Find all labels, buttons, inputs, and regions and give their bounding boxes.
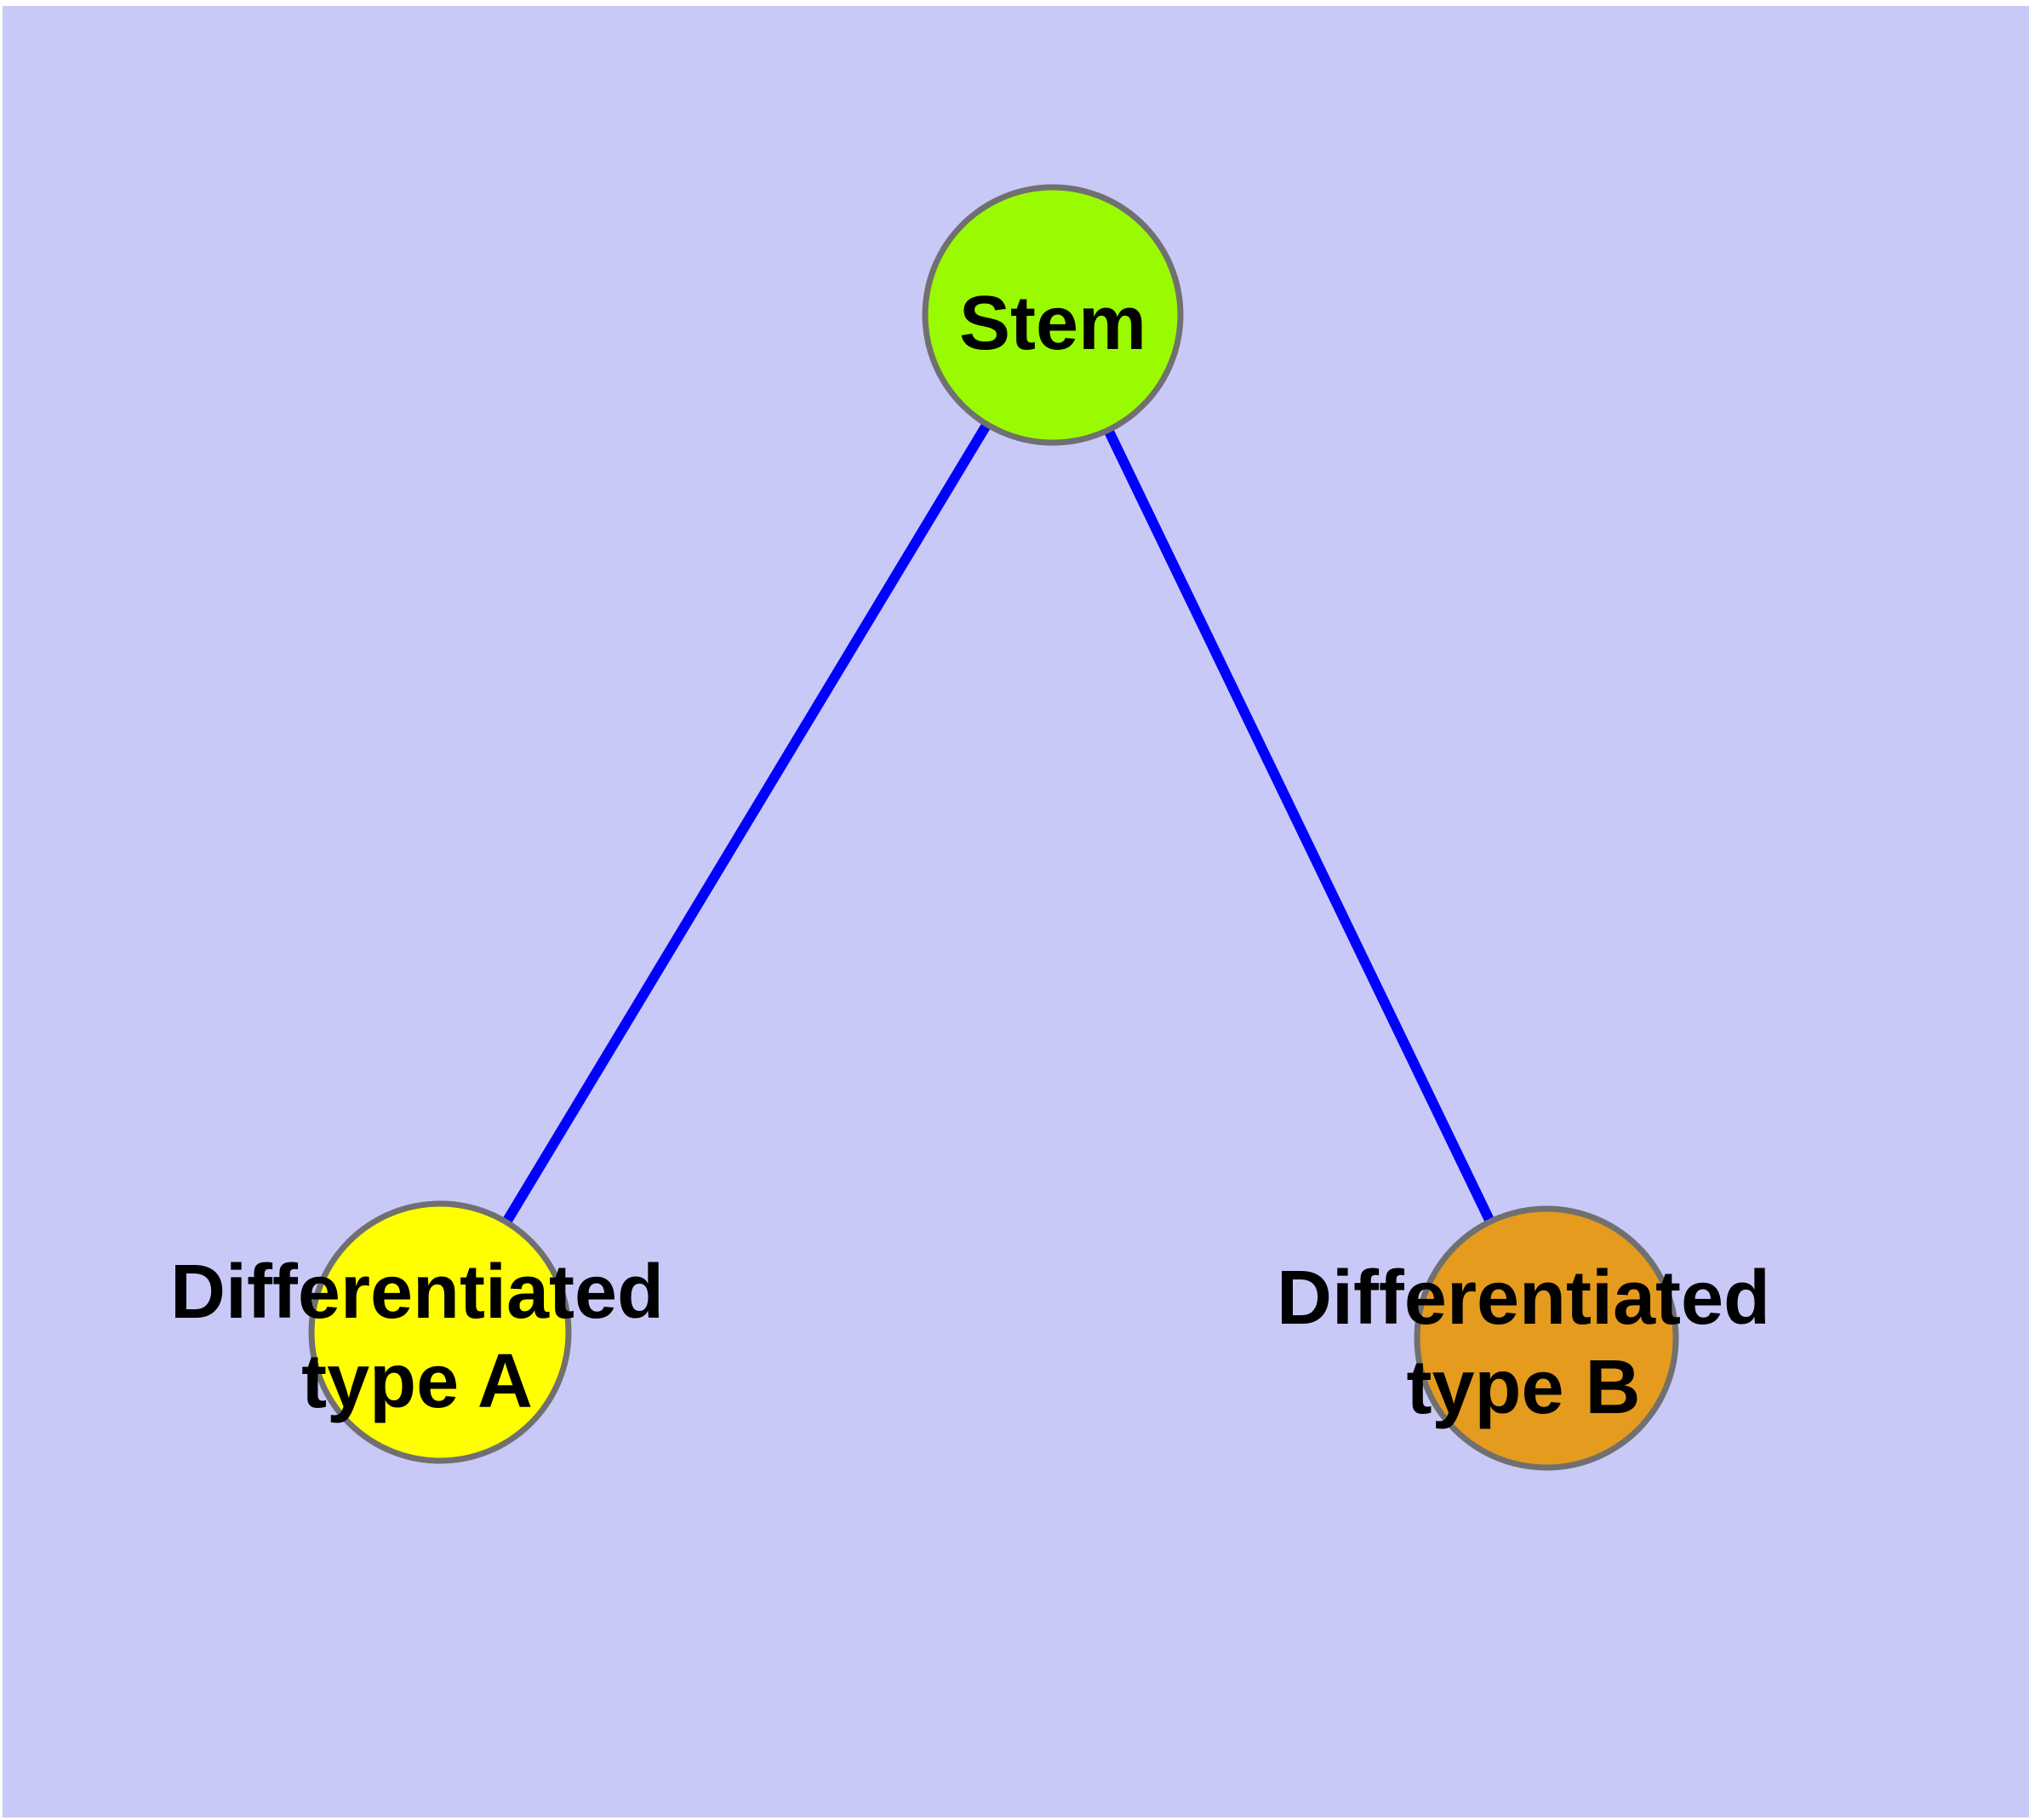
node-differentiated-type-b: [1414, 1205, 1679, 1471]
node-differentiated-type-a: [308, 1200, 572, 1464]
node-type-a-label-line-1: Differentiated: [170, 1250, 664, 1335]
edge-stem-to-type-a: [435, 312, 1058, 1336]
node-type-b-label-line-2: type B: [1406, 1345, 1640, 1430]
node-type-a-label-line-2: type A: [301, 1339, 533, 1424]
node-stem: [922, 184, 1184, 446]
edge-stem-to-type-b: [1048, 312, 1552, 1341]
node-stem-label: Stem: [959, 281, 1146, 366]
node-type-b-label-line-1: Differentiated: [1277, 1256, 1770, 1341]
